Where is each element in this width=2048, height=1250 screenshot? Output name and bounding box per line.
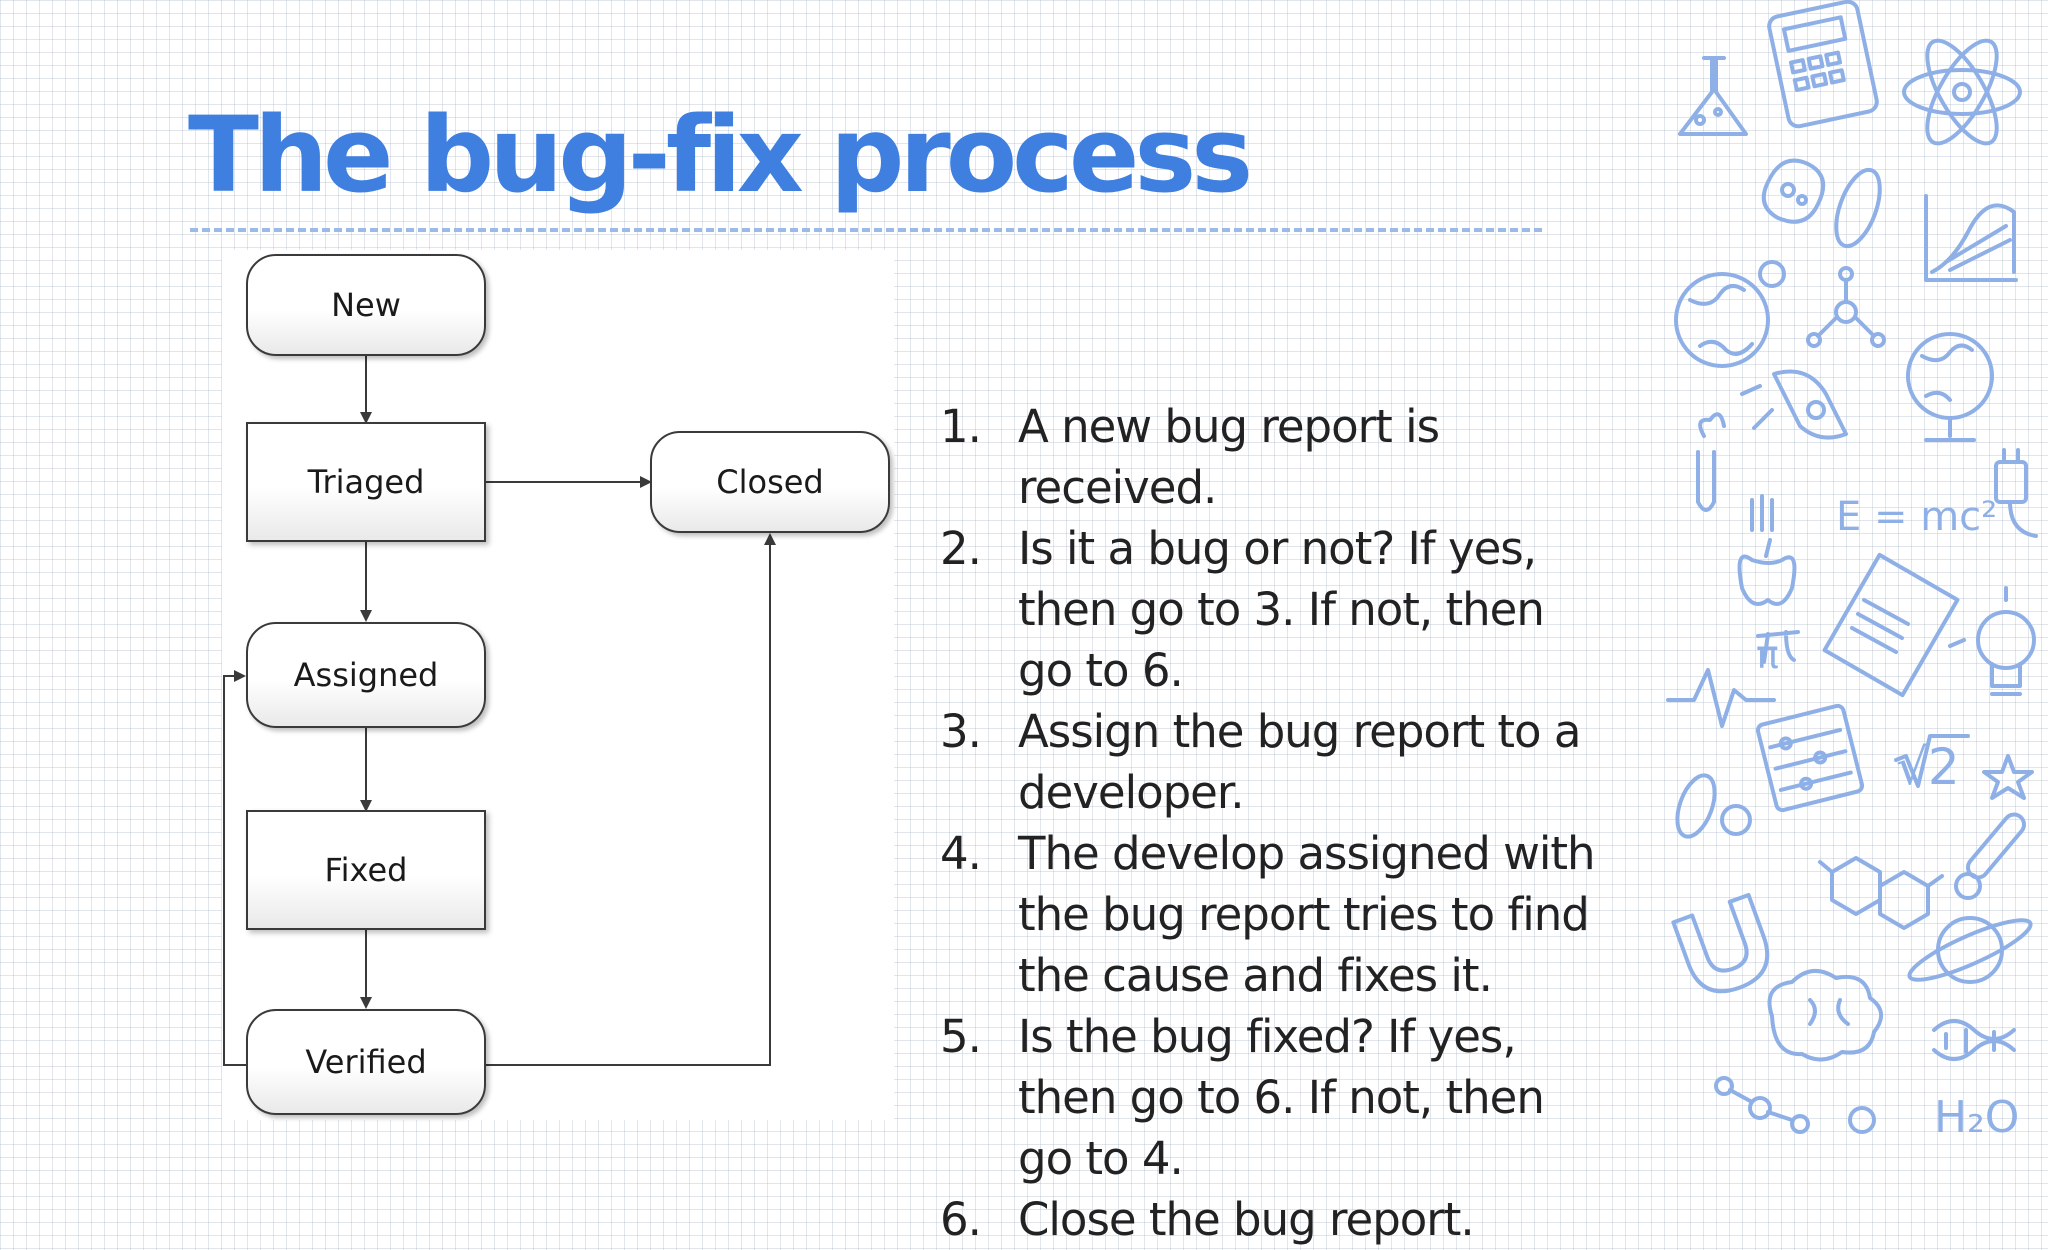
step-number: 5.	[940, 1010, 982, 1063]
graph-icon	[1924, 194, 2018, 282]
brain-icon	[1767, 969, 1883, 1062]
calculator-icon	[1767, 0, 1879, 129]
step-text: Assign the bug report to a developer.	[1018, 705, 1581, 819]
step-text: Is it a bug or not? If yes, then go to 3…	[1018, 522, 1545, 697]
node-fixed: Fixed	[246, 810, 486, 930]
formula-emc2-icon: E = mc²	[1836, 494, 1997, 540]
step-item: 1. A new bug report is received.	[940, 396, 1600, 518]
flowchart-connectors	[223, 356, 776, 1066]
step-number: 2.	[940, 522, 982, 575]
node-verified: Verified	[246, 1009, 486, 1115]
step-number: 6.	[940, 1193, 982, 1246]
slide-title: The bug-fix process	[188, 94, 1253, 216]
lightbulb-icon	[1948, 586, 2036, 696]
step-number: 4.	[940, 827, 982, 880]
test-tube-icon	[1696, 412, 1726, 512]
edge-verified-assigned	[223, 670, 246, 1066]
science-doodles: E = mc² π √2 H₂O	[1666, 0, 2038, 1143]
step-item: 6. Close the bug report.	[940, 1189, 1600, 1250]
step-item: 4. The develop assigned with the bug repo…	[940, 823, 1600, 1006]
sqrt2-icon	[1894, 734, 1970, 788]
heartbeat-icon	[1666, 668, 1776, 728]
apple-icon	[1737, 494, 1797, 606]
molecule-icon	[1806, 266, 1886, 348]
abacus-icon	[1755, 703, 1865, 813]
bacteria-icon	[1761, 158, 1882, 249]
globe-icon-2	[1906, 332, 1994, 442]
molecule-icon-2	[1714, 1076, 1876, 1134]
step-text: Is the bug fixed? If yes, then go to 6. …	[1018, 1010, 1545, 1185]
node-new: New	[246, 254, 486, 356]
planet-icon	[1907, 916, 2033, 984]
globe-icon	[1674, 260, 1786, 368]
atom-icon	[1902, 38, 2022, 146]
flowchart-panel: New Triaged Closed Assigned Fixed Verifi…	[222, 250, 894, 1120]
plug-icon	[1994, 448, 2038, 538]
magnet-icon	[1671, 892, 1770, 994]
pills-icon	[1675, 773, 1752, 839]
step-number: 3.	[940, 705, 982, 758]
h2o-icon: H₂O	[1934, 1092, 2019, 1143]
node-assigned: Assigned	[246, 622, 486, 728]
thermometer-icon	[1954, 812, 2026, 900]
step-item: 5. Is the bug fixed? If yes, then go to 6…	[940, 1006, 1600, 1189]
pi-icon	[1756, 630, 1800, 664]
step-text: A new bug report is received.	[1018, 400, 1440, 514]
star-icon	[1982, 754, 2034, 800]
steps-list: 1. A new bug report is received. 2. Is it …	[940, 396, 1600, 1250]
title-divider	[190, 228, 1542, 232]
step-text: The develop assigned with the bug report…	[1018, 827, 1596, 1002]
pi-symbol: π	[1756, 633, 1779, 677]
hexagon-molecule-icon	[1818, 856, 1944, 930]
step-text: Close the bug report.	[1018, 1193, 1475, 1246]
step-item: 3. Assign the bug report to a developer.	[940, 701, 1600, 823]
sqrt2-text: √2	[1896, 738, 1960, 796]
flask-icon	[1678, 56, 1748, 136]
step-number: 1.	[940, 400, 982, 453]
book-icon	[1822, 552, 1960, 698]
step-item: 2. Is it a bug or not? If yes, then go to…	[940, 518, 1600, 701]
dna-icon	[1932, 1019, 2016, 1061]
edge-verified-closed	[486, 533, 776, 1066]
rocket-icon	[1740, 369, 1848, 440]
node-closed: Closed	[650, 431, 890, 533]
node-triaged: Triaged	[246, 422, 486, 542]
